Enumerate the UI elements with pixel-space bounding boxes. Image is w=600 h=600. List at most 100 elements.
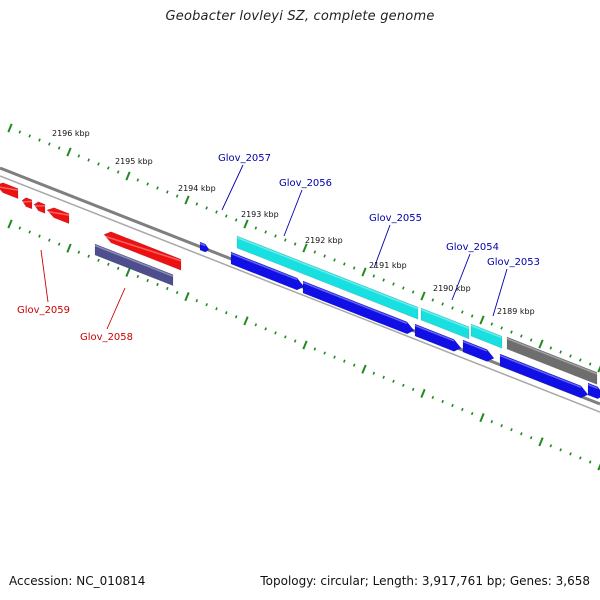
scale-tick: [57, 146, 61, 150]
scale-tick: [205, 303, 208, 307]
scale-tick: [302, 340, 308, 350]
scale-tick: [538, 339, 544, 349]
scale-tick: [7, 219, 13, 229]
scale-tick: [313, 250, 317, 254]
map-title: Geobacter lovleyi SZ, complete genome: [165, 9, 435, 24]
scale-tick: [28, 230, 31, 234]
genome-backbone: [0, 166, 600, 413]
gene-glov-2052: [499, 353, 589, 399]
scale-tick: [382, 375, 385, 379]
gene-glov-2053: [462, 339, 495, 362]
scale-tick: [352, 363, 356, 367]
gene-glov-2054-highlight-shine: [420, 308, 470, 330]
gene-label-glov-2059[interactable]: Glov_2059: [17, 305, 70, 316]
gene-glov-2054-shine: [414, 324, 455, 342]
gene-glov-2058-upper: [103, 231, 182, 271]
gene-label-glov-2056[interactable]: Glov_2056: [279, 178, 332, 189]
scale-tick: [77, 154, 81, 158]
scale-tick: [125, 171, 131, 181]
scale-tick: [18, 226, 22, 230]
gene-glov-2056: [230, 251, 305, 291]
scale-tick: [549, 346, 553, 350]
scale-label: 2190 kbp: [433, 284, 471, 293]
gene-glov-2056-2055-highlight-shine: [236, 236, 419, 310]
scale-tick: [254, 226, 258, 230]
gene-glov-2053-highlight: [470, 323, 503, 349]
gene-label-glov-2055[interactable]: Glov_2055: [369, 213, 422, 224]
scale-tick: [500, 326, 503, 330]
scale-tick: [48, 238, 51, 242]
scale-tick: [225, 214, 228, 218]
scale-tick: [107, 166, 110, 170]
callout-line: [492, 268, 508, 317]
scale-tick: [66, 147, 72, 157]
scale-label: 2189 kbp: [497, 307, 535, 316]
gene-glov-2059-b: [21, 197, 33, 210]
scale-tick: [284, 335, 287, 339]
scale-tick: [529, 338, 533, 342]
gene-glov-2058-upper-shine: [103, 235, 182, 262]
scale-tick: [146, 278, 149, 283]
scale-tick: [597, 463, 600, 471]
scale-tick: [225, 311, 228, 315]
scale-tick: [470, 314, 474, 318]
scale-tick: [313, 347, 317, 351]
scale-tick: [510, 428, 513, 432]
gene-label-glov-2054[interactable]: Glov_2054: [446, 242, 499, 253]
scale-tick: [333, 258, 336, 262]
gene-glov-2054: [414, 323, 462, 352]
feature-track: [0, 182, 600, 400]
scale-tick: [597, 365, 600, 373]
scale-tick: [116, 170, 120, 174]
scale-tick: [166, 286, 169, 291]
gene-glov-2057: [199, 241, 210, 253]
scale-tick: [402, 286, 405, 290]
scale-tick: [361, 364, 367, 374]
scale-tick: [343, 262, 346, 266]
gene-label-glov-2053[interactable]: Glov_2053: [487, 257, 540, 268]
scale-label: 2196 kbp: [52, 129, 90, 138]
feature-other-shine: [506, 337, 598, 375]
callout-line: [283, 189, 303, 237]
scale-tick: [87, 254, 90, 258]
gene-glov-2056-2055-highlight: [236, 235, 419, 320]
scale-tick: [195, 202, 199, 206]
scale-tick: [343, 359, 346, 363]
scale-tick: [411, 290, 415, 294]
scale-tick: [352, 266, 356, 270]
gene-glov-2058-lower: [94, 243, 174, 287]
gene-label-glov-2058[interactable]: Glov_2058: [80, 332, 133, 343]
scale-tick: [243, 316, 249, 326]
scale-tick: [431, 395, 435, 400]
scale-tick: [293, 339, 297, 343]
accession-text: Accession: NC_010814: [9, 574, 146, 588]
scale-label: 2191 kbp: [369, 261, 407, 270]
scale-tick: [264, 230, 267, 234]
callout-line: [373, 224, 391, 269]
scale-tick: [451, 403, 454, 408]
scale-tick: [274, 234, 277, 238]
gene-glov-2059-b-shine: [21, 200, 33, 203]
scale-tick: [520, 334, 523, 338]
scale-tick: [323, 254, 326, 258]
scale-tick: [136, 178, 140, 182]
scale-tick: [175, 290, 179, 295]
scale-tick: [333, 355, 336, 359]
callout-line: [451, 253, 471, 301]
gene-glov-2059-c: [33, 201, 46, 214]
gene-glov-2059-d: [46, 207, 70, 225]
gene-glov-2059-d-shine: [46, 210, 70, 216]
scale-tick: [7, 123, 13, 133]
scale-tick: [392, 282, 395, 286]
scale-tick: [264, 327, 267, 331]
scale-tick: [175, 194, 179, 198]
scale-tick: [431, 298, 435, 302]
scale-tick: [156, 282, 159, 287]
scale-tick: [588, 362, 592, 366]
scale-tick: [116, 266, 120, 270]
scale-tick: [146, 182, 149, 186]
scale-tick: [205, 206, 208, 210]
gene-label-glov-2057[interactable]: Glov_2057: [218, 153, 271, 164]
scale-ticks-outer: [7, 123, 600, 373]
